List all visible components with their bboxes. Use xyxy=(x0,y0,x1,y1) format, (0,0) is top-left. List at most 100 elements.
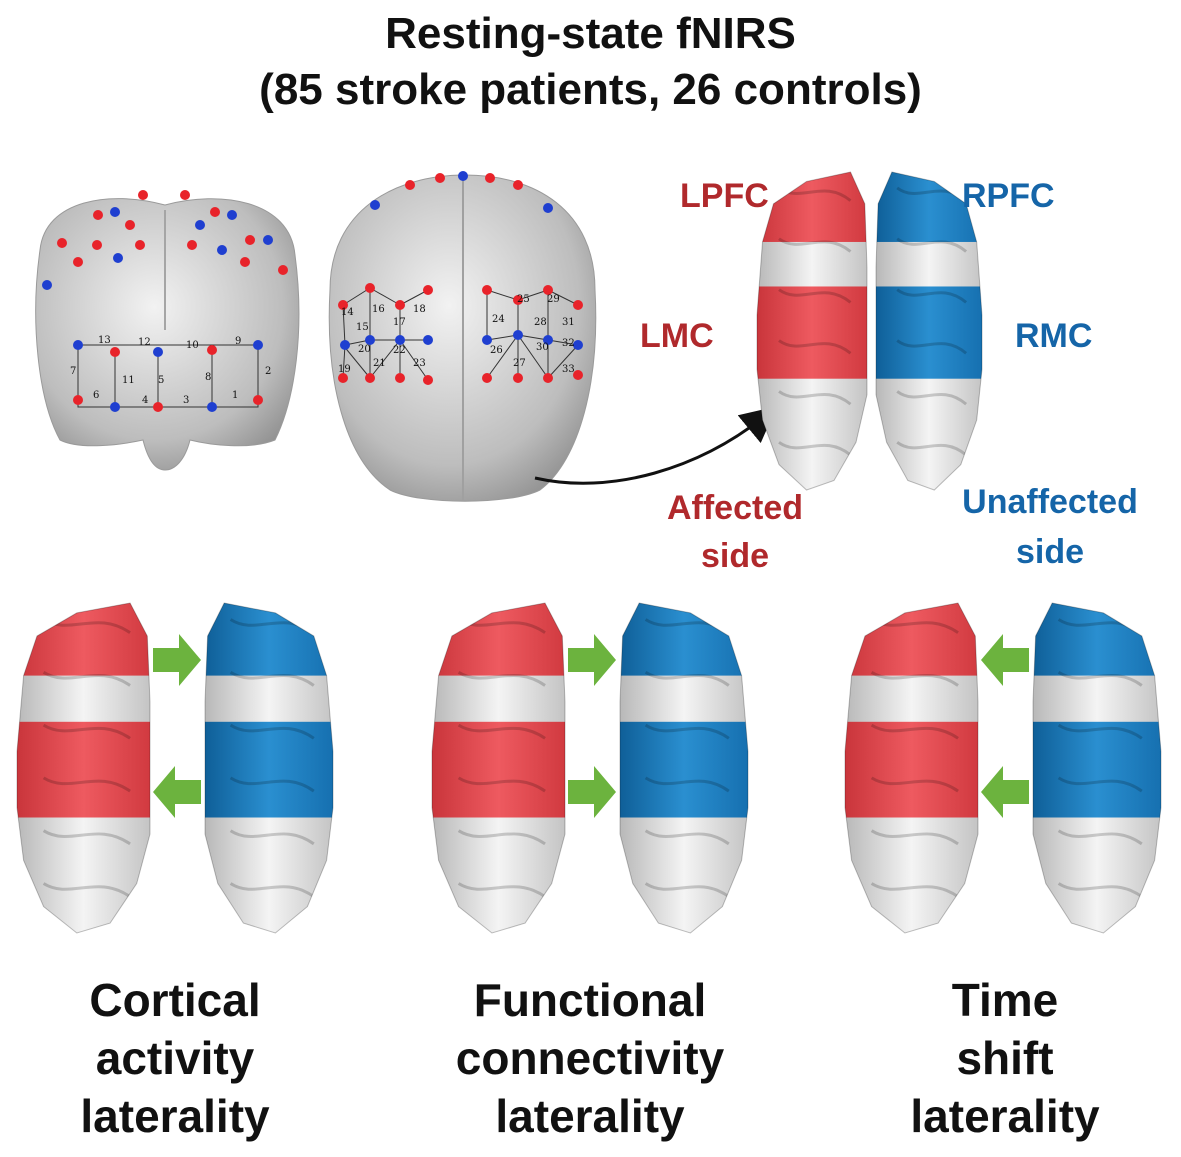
red-optode-dot xyxy=(245,235,255,245)
channel-link xyxy=(486,289,519,301)
red-optode-dot xyxy=(338,373,348,383)
label-unaffected-line2: side xyxy=(1015,533,1085,571)
red-optode-dot xyxy=(73,395,83,405)
blue-optode-dot xyxy=(365,335,375,345)
measure-1-line1: Cortical xyxy=(89,974,261,1026)
gyrus-line xyxy=(42,776,131,793)
gyrus-line xyxy=(896,339,968,355)
channel-link xyxy=(369,339,401,379)
gyrus-line xyxy=(644,671,730,687)
red-optode-dot xyxy=(482,373,492,383)
hemisphere-outline xyxy=(431,602,566,934)
gyrus-line xyxy=(457,882,546,898)
region-band xyxy=(1033,603,1161,677)
channel-link xyxy=(399,339,429,381)
hemisphere-right-3 xyxy=(1032,602,1162,934)
channel-number: 1 xyxy=(232,390,238,401)
blue-optode-dot xyxy=(73,340,83,350)
gyrus-line xyxy=(644,882,730,898)
region-band xyxy=(1033,721,1161,818)
hemisphere-outline xyxy=(619,602,749,934)
red-optode-dot xyxy=(210,207,220,217)
measure-1-line2: activity xyxy=(95,1032,255,1084)
region-band xyxy=(17,603,150,677)
gyrus-line xyxy=(457,776,546,793)
channel-number: 2 xyxy=(265,366,271,377)
channel-number: 28 xyxy=(534,317,547,328)
gyrus-line xyxy=(1057,723,1143,740)
channel-number: 12 xyxy=(138,337,151,348)
gyrus-line xyxy=(896,237,968,253)
label-rpfc: RPFC xyxy=(962,177,1055,215)
channel-number: 27 xyxy=(513,358,526,369)
channel-number: 21 xyxy=(373,358,386,369)
region-band xyxy=(876,241,982,287)
channel-number: 32 xyxy=(562,338,575,349)
gyrus-line xyxy=(1057,671,1143,687)
channel-link xyxy=(342,344,346,379)
blue-optode-dot xyxy=(370,200,380,210)
gyrus-line xyxy=(870,776,959,793)
blue-optode-dot xyxy=(207,402,217,412)
channel-link xyxy=(547,339,579,346)
red-optode-dot xyxy=(365,373,375,383)
hemisphere-right-reference xyxy=(875,171,983,491)
red-optode-dot xyxy=(513,180,523,190)
label-lmc: LMC xyxy=(640,317,714,355)
region-band xyxy=(17,675,150,723)
region-band xyxy=(620,675,748,723)
gyrus-line xyxy=(870,670,959,687)
hemisphere-outline xyxy=(844,602,979,934)
channel-number: 6 xyxy=(93,390,99,401)
channel-link xyxy=(517,289,549,301)
gyrus-line xyxy=(870,723,959,740)
gyrus-line xyxy=(870,882,959,898)
hemisphere-right-2 xyxy=(619,602,749,934)
channel-number: 17 xyxy=(393,317,406,328)
blue-optode-dot xyxy=(395,335,405,345)
red-optode-dot xyxy=(423,375,433,385)
hemisphere-left-1 xyxy=(16,602,151,934)
red-optode-dot xyxy=(207,345,217,355)
channel-number: 18 xyxy=(413,304,426,315)
blue-optode-dot xyxy=(110,402,120,412)
channel-link xyxy=(517,334,549,341)
red-optode-dot xyxy=(180,190,190,200)
red-optode-dot xyxy=(57,238,67,248)
blue-optode-dot xyxy=(482,335,492,345)
channel-link xyxy=(486,334,519,379)
region-band xyxy=(845,675,978,723)
measure-3-line2: shift xyxy=(956,1032,1054,1084)
channel-number: 20 xyxy=(358,344,371,355)
region-band xyxy=(845,603,978,677)
red-optode-dot xyxy=(338,300,348,310)
red-optode-dot xyxy=(573,300,583,310)
hemisphere-left-3 xyxy=(844,602,979,934)
channel-link xyxy=(342,287,371,306)
red-optode-dot xyxy=(93,210,103,220)
gyrus-line xyxy=(229,723,315,740)
blue-optode-dot xyxy=(253,340,263,350)
arrow-right-icon xyxy=(153,634,201,686)
hemisphere-outline xyxy=(1032,602,1162,934)
channel-number: 15 xyxy=(356,322,369,333)
hemisphere-outline xyxy=(756,171,868,491)
label-unaffected-line1: Unaffected xyxy=(962,483,1138,521)
region-band xyxy=(205,721,333,818)
blue-optode-dot xyxy=(217,245,227,255)
channel-link xyxy=(369,287,401,306)
channel-number: 22 xyxy=(393,345,406,356)
channel-link xyxy=(342,304,346,346)
channel-number: 5 xyxy=(158,375,164,386)
red-optode-dot xyxy=(513,373,523,383)
blue-optode-dot xyxy=(195,220,205,230)
region-band xyxy=(205,675,333,723)
blue-optode-dot xyxy=(573,340,583,350)
blue-optode-dot xyxy=(263,235,273,245)
channel-number: 26 xyxy=(490,345,503,356)
red-optode-dot xyxy=(395,300,405,310)
hemisphere-left-reference xyxy=(756,171,868,491)
red-optode-dot xyxy=(125,220,135,230)
